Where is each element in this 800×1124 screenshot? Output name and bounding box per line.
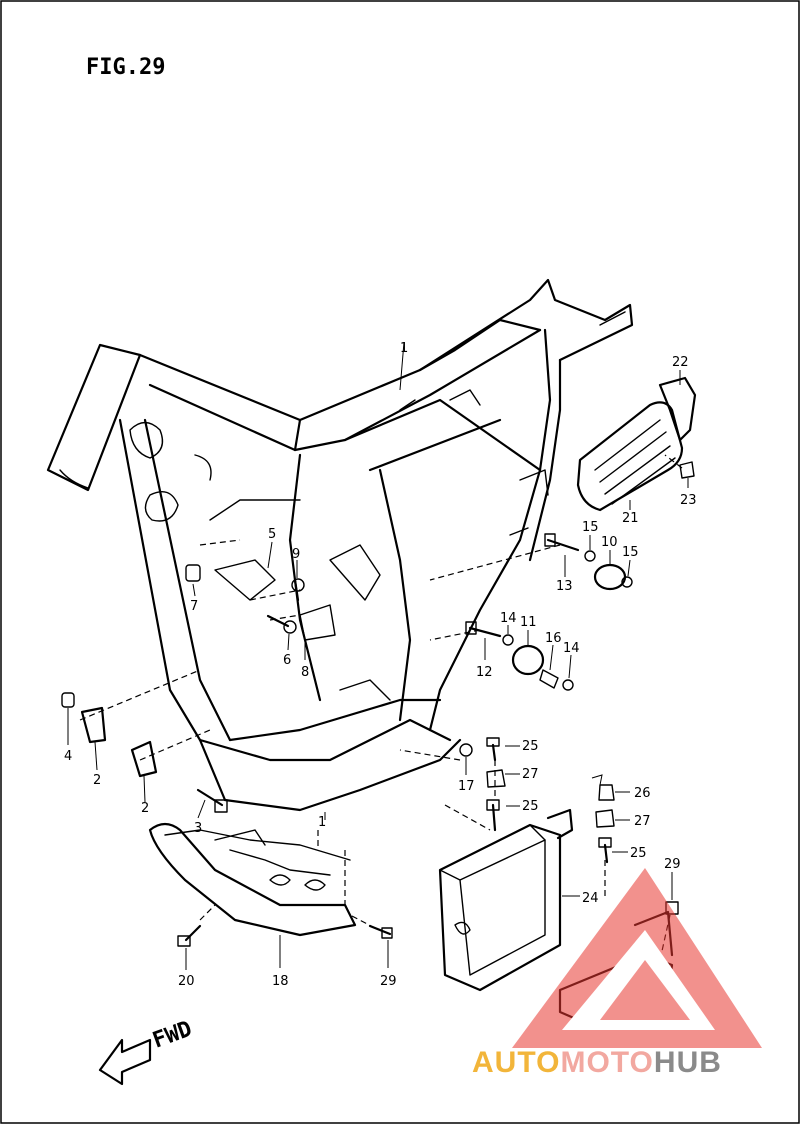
watermark-moto: MOTO xyxy=(560,1046,653,1079)
callout-5: 5 xyxy=(268,527,276,542)
callout-26: 26 xyxy=(634,786,651,801)
callout-8: 8 xyxy=(301,665,309,680)
callout-11: 11 xyxy=(520,615,537,630)
callout-29-right: 29 xyxy=(664,857,681,872)
callout-1-lower: 1 xyxy=(318,815,326,830)
hardware-parts xyxy=(61,461,695,947)
callout-14-left: 14 xyxy=(500,611,517,626)
forward-arrow-icon xyxy=(98,1038,152,1086)
watermark-logo: AUTOMOTOHUB xyxy=(472,868,762,1079)
watermark-auto: AUTO xyxy=(472,1046,560,1079)
callout-21: 21 xyxy=(622,511,639,526)
callout-6: 6 xyxy=(283,653,291,668)
callout-3: 3 xyxy=(194,821,202,836)
callout-27-lower: 27 xyxy=(634,814,651,829)
fwd-label: FWD xyxy=(150,1017,196,1054)
callout-1: 1 xyxy=(400,341,408,356)
callout-15-lower: 15 xyxy=(622,545,639,560)
callout-2-lower: 2 xyxy=(141,801,149,816)
callout-7: 7 xyxy=(190,599,198,614)
callout-25-lower: 25 xyxy=(630,846,647,861)
callout-20: 20 xyxy=(178,974,195,989)
callout-4: 4 xyxy=(64,749,72,764)
forward-direction-indicator: FWD xyxy=(98,1017,196,1086)
callout-27-upper: 27 xyxy=(522,767,539,782)
callout-25-middle: 25 xyxy=(522,799,539,814)
watermark-hub: HUB xyxy=(654,1046,722,1079)
callout-24: 24 xyxy=(582,891,599,906)
watermark-text: AUTOMOTOHUB xyxy=(472,1046,722,1079)
rear-case xyxy=(576,376,697,512)
callout-29-left: 29 xyxy=(380,974,397,989)
callout-labels: 1 1 2 2 3 4 5 6 7 8 9 10 11 12 13 14 14 … xyxy=(64,341,697,1030)
callout-9: 9 xyxy=(292,547,300,562)
callout-13: 13 xyxy=(556,579,573,594)
callout-22: 22 xyxy=(672,355,689,370)
figure-title: FIG.29 xyxy=(86,55,165,80)
callout-14-right: 14 xyxy=(563,641,580,656)
callout-2-upper: 2 xyxy=(93,773,101,788)
assembly-dashes xyxy=(79,454,683,961)
callout-23: 23 xyxy=(680,493,697,508)
callout-15-upper: 15 xyxy=(582,520,599,535)
callout-25-upper: 25 xyxy=(522,739,539,754)
callout-18: 18 xyxy=(272,974,289,989)
callout-10: 10 xyxy=(601,535,618,550)
callout-17: 17 xyxy=(458,779,475,794)
skid-plate xyxy=(148,822,357,937)
callout-12: 12 xyxy=(476,665,493,680)
battery-box xyxy=(438,808,574,992)
leader-lines xyxy=(67,341,689,1010)
callout-16: 16 xyxy=(545,631,562,646)
